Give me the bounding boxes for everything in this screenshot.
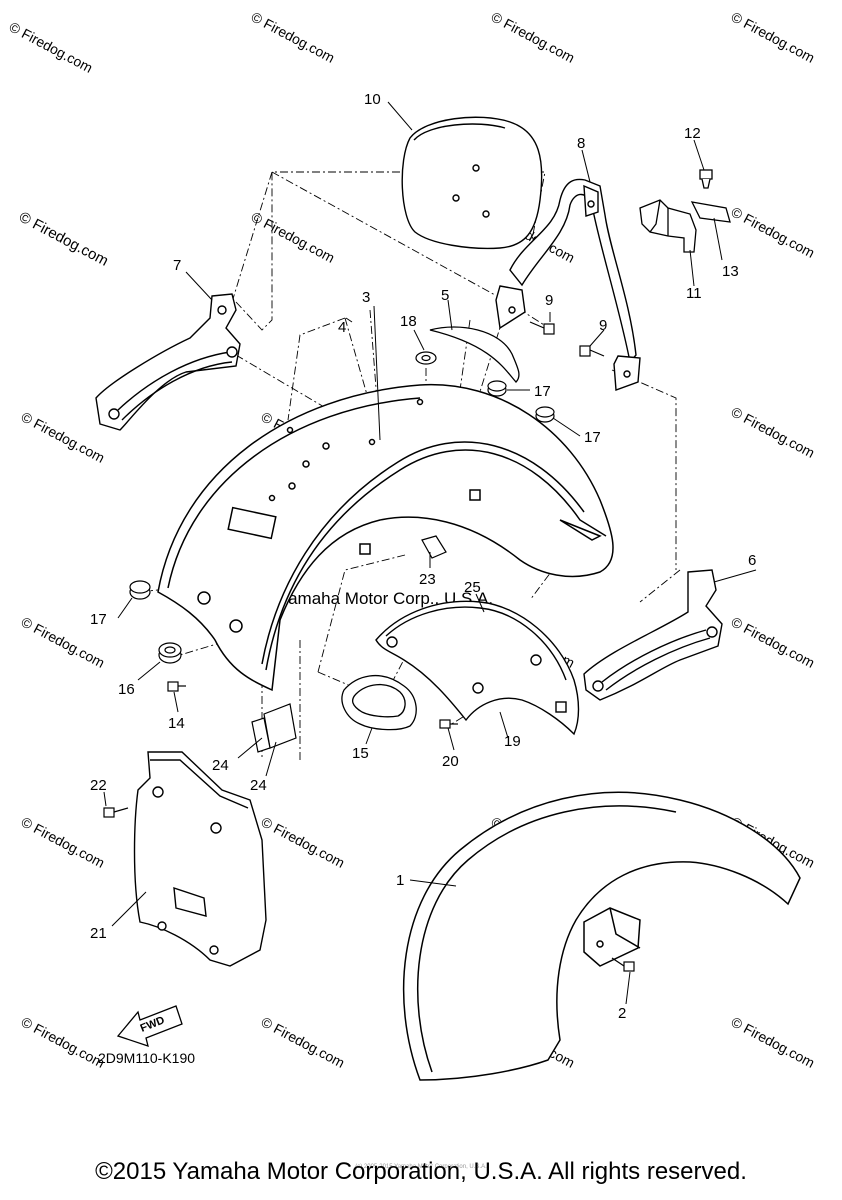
part-label-11: 11 bbox=[686, 285, 702, 302]
watermark-text: © Firedog.com bbox=[259, 1014, 348, 1071]
leader-lines bbox=[103, 101, 757, 1005]
watermark-text: © Firedog.com bbox=[729, 204, 818, 261]
part-label-8: 8 bbox=[577, 135, 585, 152]
rear-fender bbox=[157, 383, 614, 692]
washer bbox=[415, 351, 437, 365]
screw bbox=[439, 719, 458, 729]
clip-nut bbox=[421, 535, 447, 559]
backrest-bar bbox=[495, 178, 641, 391]
watermark-text: © Firedog.com bbox=[19, 814, 108, 871]
part-label-4: 4 bbox=[338, 319, 346, 336]
part-label-9b: 9 bbox=[599, 317, 607, 334]
copyright-footer: ©2015 Yamaha Motor Corporation, U.S.A. A… bbox=[95, 1158, 747, 1185]
part-label-15: 15 bbox=[352, 745, 369, 762]
part-label-19: 19 bbox=[504, 733, 521, 750]
part-label-13: 13 bbox=[722, 263, 739, 280]
part-label-21: 21 bbox=[90, 925, 107, 942]
watermark-text: © Firedog.com bbox=[729, 404, 818, 461]
watermark-text: © Firedog.com bbox=[489, 9, 578, 66]
part-label-2: 2 bbox=[618, 1005, 626, 1022]
right-strut bbox=[583, 569, 723, 701]
screw-22 bbox=[103, 807, 129, 818]
part-label-10: 10 bbox=[364, 91, 381, 108]
bracket-assembly bbox=[639, 169, 731, 253]
part-label-17c: 17 bbox=[90, 611, 107, 628]
part-label-5: 5 bbox=[441, 287, 449, 304]
part-label-16: 16 bbox=[118, 681, 135, 698]
part-label-6: 6 bbox=[748, 552, 756, 569]
front-fender bbox=[402, 791, 801, 1081]
watermark-text: © Firedog.com bbox=[729, 614, 818, 671]
cushion-bolt bbox=[158, 642, 186, 692]
grommets bbox=[129, 380, 555, 600]
watermark-text: © Firedog.com bbox=[249, 209, 338, 266]
left-strut bbox=[95, 293, 241, 431]
emblem-strip bbox=[429, 326, 520, 383]
watermark-text: © Firedog.com bbox=[729, 1014, 818, 1071]
part-label-25: 25 bbox=[464, 579, 481, 596]
backrest-pad bbox=[401, 116, 543, 250]
tiny-notice: (c) 2005-2015 Yamaha Motor Corporation, … bbox=[355, 1164, 487, 1170]
part-label-17a: 17 bbox=[534, 383, 551, 400]
part-label-12: 12 bbox=[684, 125, 701, 142]
watermark-text: © Firedog.com bbox=[19, 1014, 108, 1071]
part-label-24b: 24 bbox=[250, 777, 267, 794]
watermark-text: © Firedog.com bbox=[249, 9, 338, 66]
bolt-2 bbox=[611, 957, 635, 972]
watermark-text-dark: © Firedog.com bbox=[16, 209, 111, 270]
center-watermark: Yamaha Motor Corp., U.S.A. bbox=[278, 589, 493, 608]
part-label-14: 14 bbox=[168, 715, 185, 732]
watermark-text: © Firedog.com bbox=[7, 19, 96, 76]
bolts-9 bbox=[529, 321, 605, 357]
part-label-7: 7 bbox=[173, 257, 181, 274]
diagram-code: 2D9M110-K190 bbox=[98, 1050, 195, 1066]
watermark-text: © Firedog.com bbox=[19, 409, 108, 466]
part-label-17b: 17 bbox=[584, 429, 601, 446]
part-label-23: 23 bbox=[419, 571, 436, 588]
part-label-9a: 9 bbox=[545, 292, 553, 309]
watermark-text: © Firedog.com bbox=[259, 814, 348, 871]
part-label-24a: 24 bbox=[212, 757, 229, 774]
side-cover bbox=[133, 751, 267, 967]
fwd-arrow-icon: FWD bbox=[116, 1005, 183, 1047]
watermark-text: © Firedog.com bbox=[729, 9, 818, 66]
part-label-22: 22 bbox=[90, 777, 107, 794]
reflector-plate bbox=[341, 675, 417, 731]
part-labels: 1 2 3 4 5 6 7 8 9 9 10 11 12 13 14 15 16… bbox=[90, 91, 756, 1022]
part-label-20: 20 bbox=[442, 753, 459, 770]
part-label-1: 1 bbox=[396, 872, 404, 889]
part-label-18: 18 bbox=[400, 313, 417, 330]
pads bbox=[251, 703, 297, 753]
part-label-3: 3 bbox=[362, 289, 370, 306]
